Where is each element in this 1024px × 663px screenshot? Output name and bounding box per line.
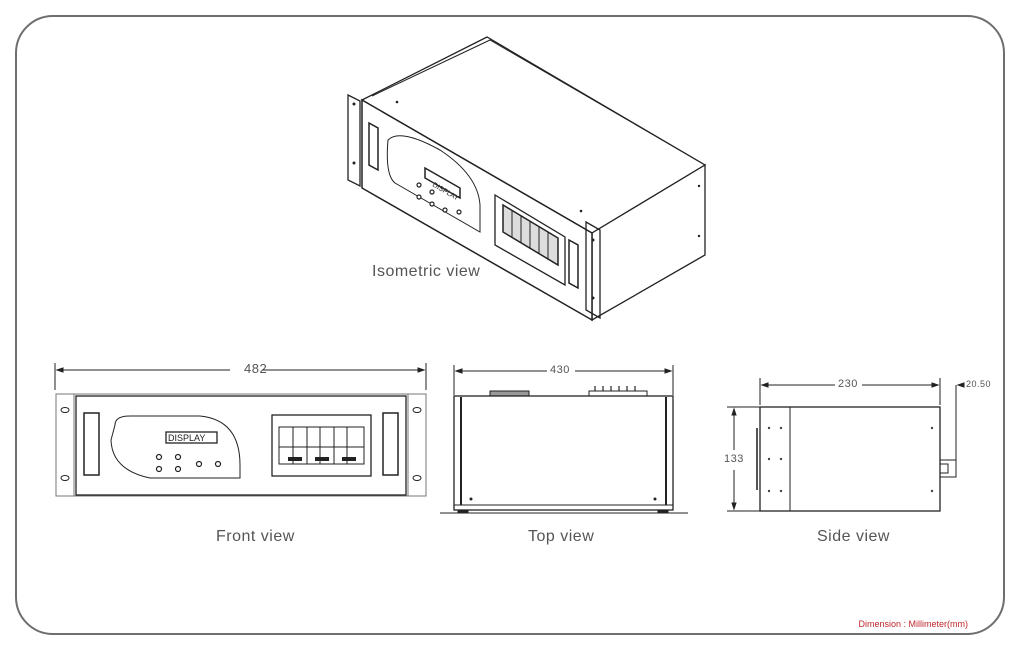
isometric-drawing: DISPLAY bbox=[347, 36, 707, 322]
side-view-drawing bbox=[727, 378, 965, 512]
top-view-drawing bbox=[440, 365, 688, 514]
front-display-text: DISPLAY bbox=[168, 433, 205, 443]
front-width-dimension: 482 bbox=[244, 361, 268, 376]
top-width-dimension: 430 bbox=[550, 364, 570, 376]
side-view-label: Side view bbox=[817, 528, 890, 545]
units-note: Dimension : Millimeter(mm) bbox=[858, 619, 968, 629]
side-depth-dimension: 230 bbox=[838, 378, 858, 390]
front-view-drawing: DISPLAY bbox=[54, 363, 427, 497]
side-height-dimension: 133 bbox=[724, 453, 744, 465]
top-view-label: Top view bbox=[528, 528, 595, 545]
front-view-label: Front view bbox=[216, 528, 295, 545]
drawing-frame bbox=[15, 15, 1005, 635]
side-handle-dimension: 20.50 bbox=[966, 379, 992, 389]
isometric-view-label: Isometric view bbox=[372, 263, 481, 280]
